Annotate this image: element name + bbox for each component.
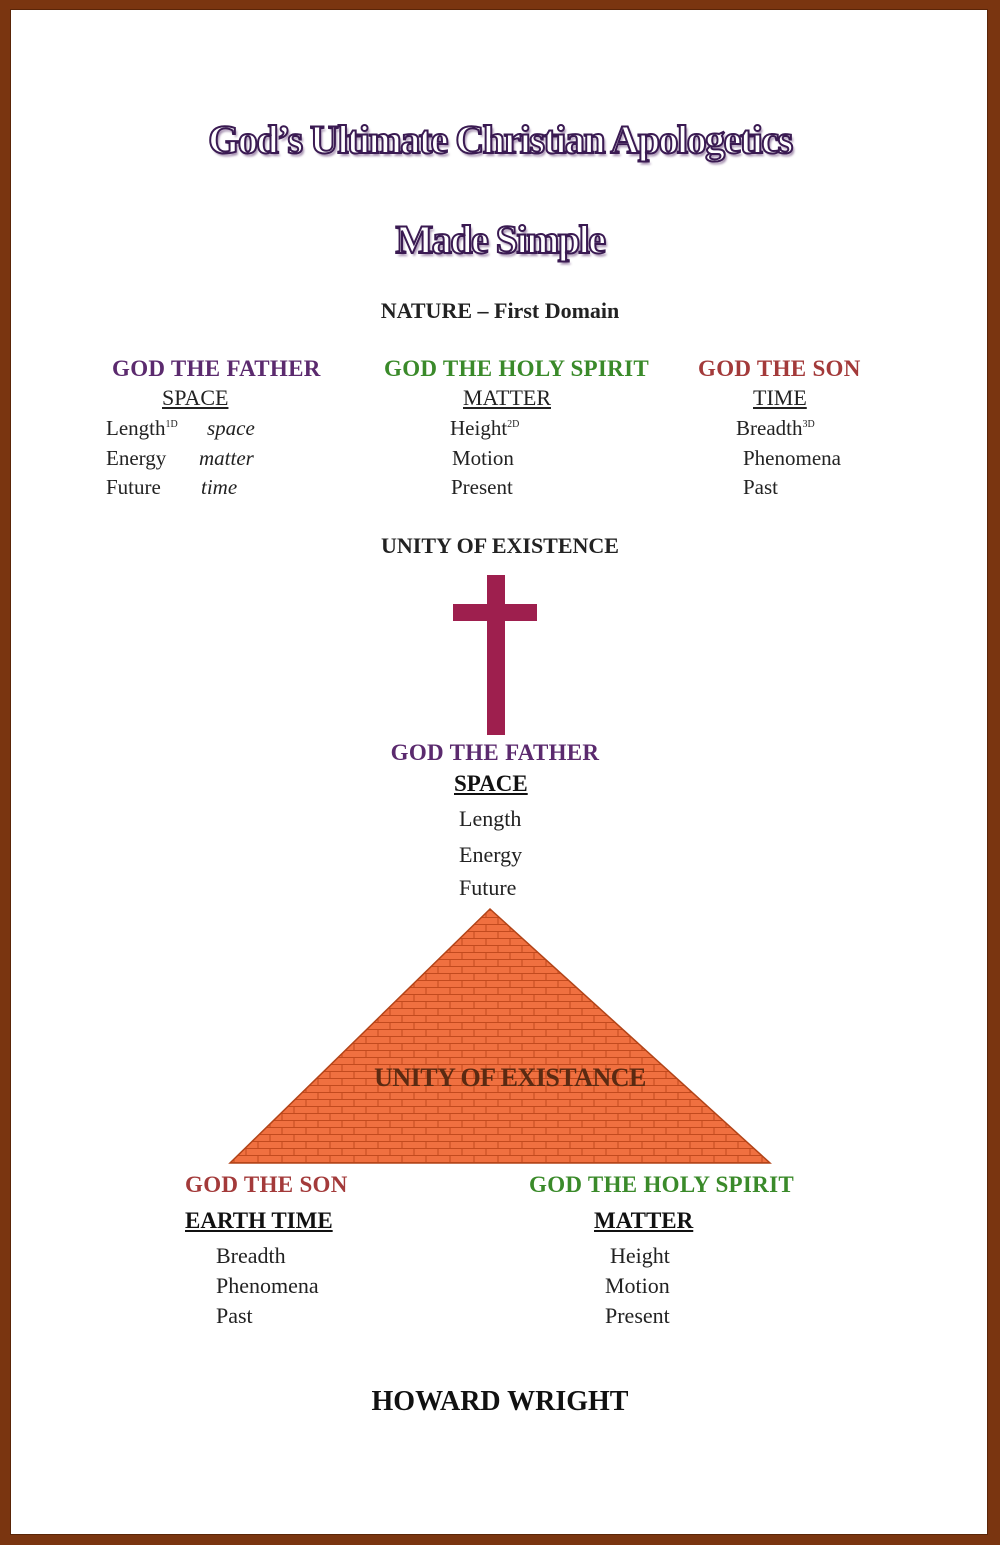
- bottom-right-sub: MATTER: [594, 1208, 694, 1233]
- bottom-left-item-2: Phenomena: [216, 1273, 319, 1298]
- bottom-left-item-3: Past: [216, 1303, 253, 1328]
- column-father-title: GOD THE FATHER: [112, 356, 321, 381]
- column-spirit-sub: MATTER: [463, 385, 551, 410]
- author-name: HOWARD WRIGHT: [371, 1386, 629, 1417]
- unity-heading: UNITY OF EXISTENCE: [381, 533, 619, 558]
- column-father-italic-2: matter: [199, 446, 254, 470]
- column-son-item-2: Phenomena: [743, 446, 841, 470]
- column-father-item-1: Length1D: [106, 416, 178, 440]
- top-sub: SPACE: [454, 771, 528, 796]
- column-son-item-3: Past: [743, 475, 779, 499]
- column-son-sub: TIME: [753, 385, 807, 410]
- top-item-3: Future: [459, 875, 517, 900]
- pyramid-label: UNITY OF EXISTANCE: [374, 1063, 646, 1092]
- nature-heading: NATURE – First Domain: [380, 298, 620, 323]
- column-spirit-title: GOD THE HOLY SPIRIT: [384, 356, 649, 381]
- title-line-1: God’s Ultimate Christian Apologetics: [207, 116, 794, 163]
- column-father-item-2: Energy: [106, 446, 167, 470]
- top-title: GOD THE FATHER: [390, 740, 600, 765]
- column-son-title: GOD THE SON: [698, 356, 861, 381]
- title-line-2: Made Simple: [394, 216, 607, 263]
- bottom-right-title: GOD THE HOLY SPIRIT: [529, 1172, 794, 1197]
- column-spirit-item-1: Height2D: [450, 416, 520, 440]
- page-frame: [10, 9, 988, 1535]
- bottom-right-item-2: Motion: [605, 1273, 670, 1298]
- bottom-left-item-1: Breadth: [216, 1243, 286, 1268]
- cross-icon: [453, 575, 537, 735]
- column-spirit-item-3: Present: [451, 475, 513, 499]
- column-father-italic-1: space: [207, 416, 255, 440]
- bottom-left-sub: EARTH TIME: [185, 1208, 333, 1233]
- bottom-right-item-1: Height: [610, 1243, 670, 1268]
- column-father-sub: SPACE: [162, 385, 229, 410]
- column-spirit-item-2: Motion: [452, 446, 514, 470]
- top-item-2: Energy: [459, 842, 523, 867]
- column-son-item-1: Breadth3D: [736, 416, 815, 440]
- column-father-italic-3: time: [201, 475, 238, 499]
- column-father-item-3: Future: [106, 475, 161, 499]
- bottom-left-title: GOD THE SON: [185, 1172, 348, 1197]
- bottom-right-item-3: Present: [605, 1303, 670, 1328]
- top-item-1: Length: [459, 806, 522, 831]
